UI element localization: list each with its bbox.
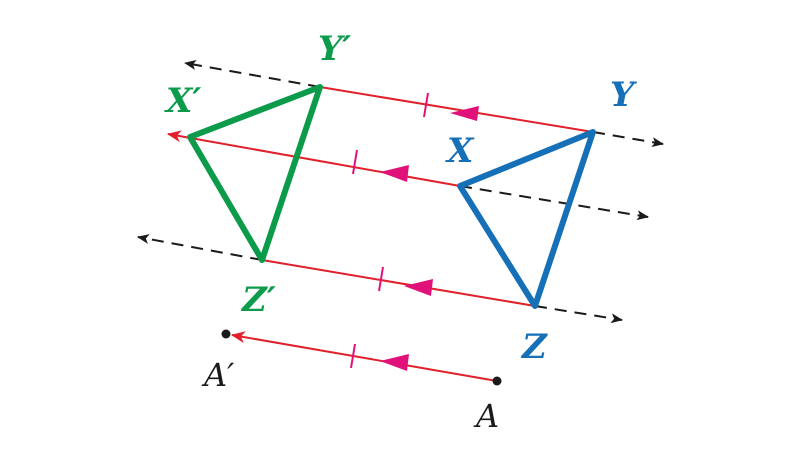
vector-z-to-z-prime	[261, 259, 536, 307]
magenta-triangle-arrowhead-icon	[404, 279, 433, 296]
triangle-x-prime-y-prime-z-prime	[187, 84, 323, 263]
translation-vectors	[167, 86, 594, 382]
line-through-y	[184, 60, 321, 88]
line-through-x	[459, 185, 649, 221]
vector-x-to-x-prime	[167, 130, 461, 187]
congruence-marks	[350, 92, 429, 369]
line-through-z	[137, 234, 263, 261]
single-tick-mark-icon	[352, 149, 358, 175]
vector-y-to-y-prime	[319, 86, 594, 133]
label-z: Z	[520, 327, 548, 367]
point-a-prime	[221, 329, 231, 339]
triangle-xyz	[457, 129, 596, 309]
magenta-triangle-arrowhead-icon	[450, 106, 479, 121]
vector-a-to-a-prime	[231, 331, 498, 382]
label-y: Y	[610, 75, 637, 115]
single-tick-mark-icon	[350, 343, 356, 369]
single-tick-mark-icon	[423, 92, 429, 118]
direction-markers	[380, 106, 479, 371]
label-x: X	[445, 131, 475, 171]
magenta-triangle-arrowhead-icon	[380, 354, 409, 371]
label-y-prime: Y′	[318, 29, 351, 69]
line-through-z	[534, 305, 623, 324]
point-a	[492, 376, 502, 386]
magenta-triangle-arrowhead-icon	[380, 165, 409, 182]
parallel-lines	[137, 60, 664, 324]
line-through-y	[592, 131, 664, 148]
label-a: A	[473, 397, 499, 435]
label-x-prime: X′	[164, 81, 201, 121]
single-tick-mark-icon	[378, 266, 384, 292]
label-z-prime: Z′	[240, 280, 276, 320]
label-a-prime: A′	[201, 356, 235, 394]
